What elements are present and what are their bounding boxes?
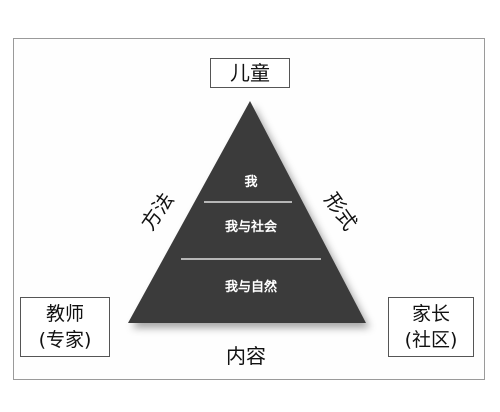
node-children-label: 儿童 — [230, 61, 270, 85]
node-teacher: 教师 (专家) — [20, 297, 110, 357]
layer-label-middle: 我与社会 — [225, 219, 278, 235]
node-parents: 家长 (社区) — [388, 297, 474, 357]
node-children: 儿童 — [210, 58, 290, 88]
edge-label-content: 内容 — [226, 344, 266, 368]
node-teacher-label: 教师 — [45, 303, 84, 325]
layer-label-top: 我 — [244, 174, 257, 190]
node-teacher-sublabel: (专家) — [38, 329, 92, 351]
pyramid-triangle — [128, 101, 366, 323]
node-parents-label: 家长 — [411, 303, 450, 325]
node-parents-sublabel: (社区) — [404, 329, 458, 351]
layer-label-bottom: 我与自然 — [225, 279, 277, 295]
